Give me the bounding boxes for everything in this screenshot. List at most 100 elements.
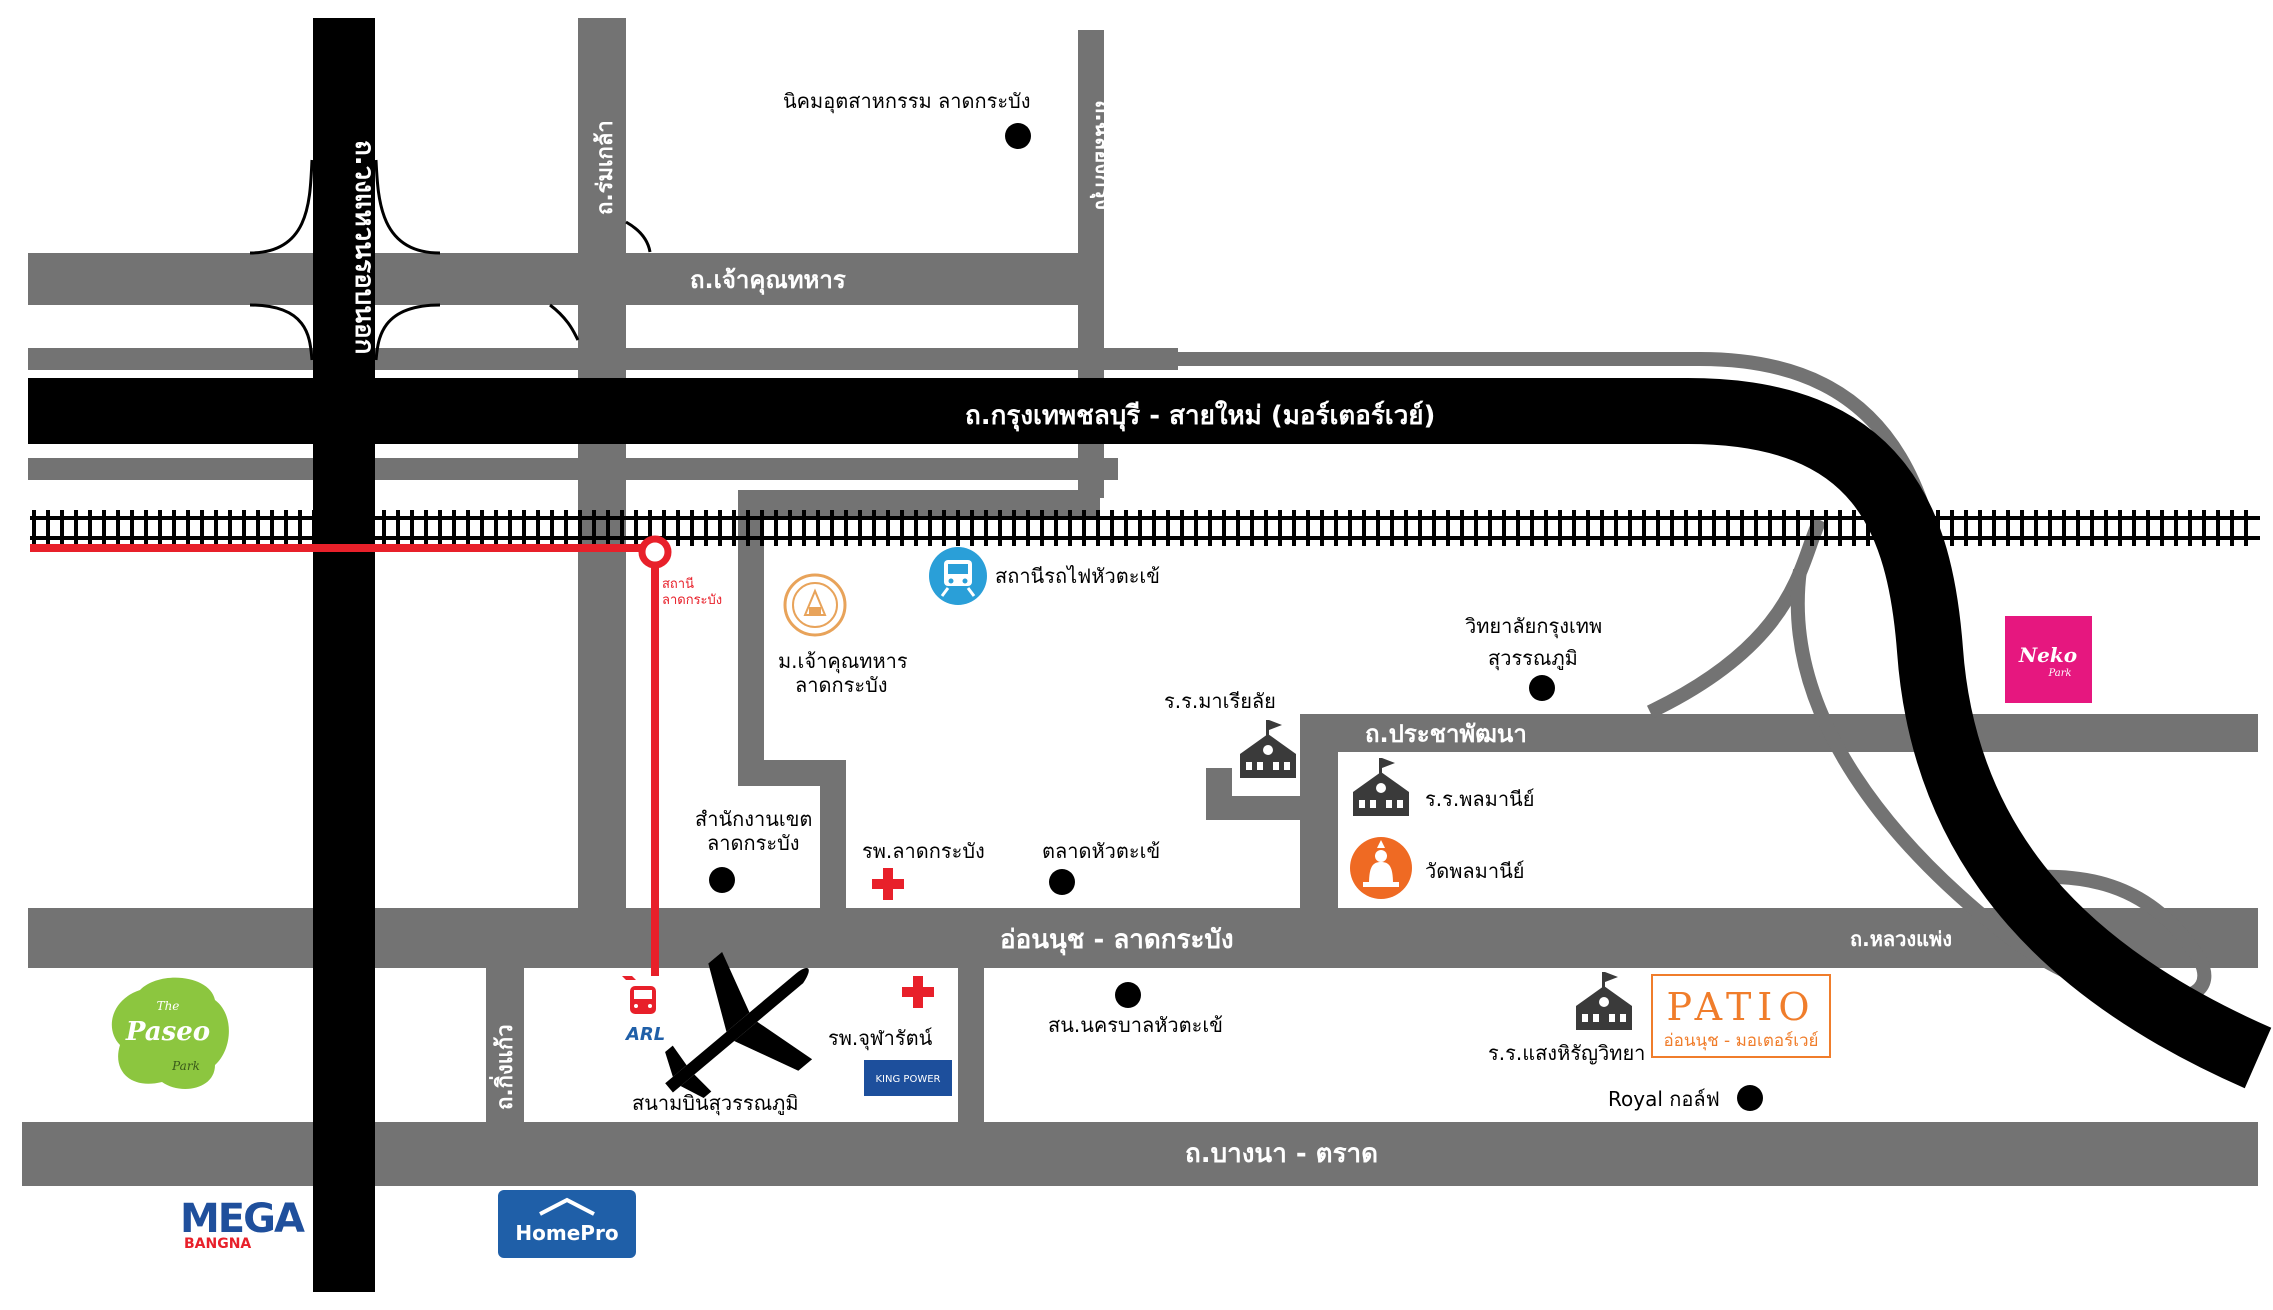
railway-tie xyxy=(1446,510,1450,546)
homepro-logo[interactable]: HomePro xyxy=(498,1190,636,1258)
railway-tie xyxy=(760,510,764,546)
railway-tie xyxy=(2034,510,2038,546)
railway-tie xyxy=(1782,510,1786,546)
railway-tie xyxy=(746,510,750,546)
poi-dots xyxy=(709,123,1763,1111)
railway-tie xyxy=(1922,510,1926,546)
railway-tie xyxy=(816,510,820,546)
railway-tie xyxy=(1390,510,1394,546)
label-luang-phaeng: ถ.หลวงแพ่ง xyxy=(1850,927,1952,951)
arl-icon[interactable]: ARL xyxy=(622,976,665,1045)
homepro-text: HomePro xyxy=(515,1221,618,1245)
king-power-logo[interactable]: KING POWER xyxy=(864,1060,952,1096)
label-airport: สนามบินสุวรรณภูมิ xyxy=(632,1091,799,1116)
railway-tie xyxy=(774,510,778,546)
railway-tie xyxy=(466,510,470,546)
railway-tie xyxy=(872,510,876,546)
railway-tie xyxy=(102,510,106,546)
airplane-icon[interactable] xyxy=(624,916,854,1141)
dot-district-office[interactable] xyxy=(709,867,735,893)
label-ring-road: ถ.วงแหวนรอบนอก xyxy=(349,140,379,354)
railway-tie xyxy=(1418,510,1422,546)
railway-tie xyxy=(32,510,36,546)
railway-tie xyxy=(2160,510,2164,546)
railway-tie xyxy=(270,510,274,546)
paseo-park-logo[interactable]: The Paseo Park xyxy=(111,977,229,1089)
railway-tie xyxy=(1306,510,1310,546)
railway-tie xyxy=(788,510,792,546)
railway-tie xyxy=(1642,510,1646,546)
railway-tie xyxy=(1880,510,1884,546)
railway-tie xyxy=(1348,510,1352,546)
railway-tie xyxy=(2188,510,2192,546)
school-icon-saeng-hiran[interactable] xyxy=(1576,972,1632,1030)
label-pracha-phatthana: ถ.ประชาพัฒนา xyxy=(1365,720,1527,748)
hospital-cross-icon-chularat[interactable] xyxy=(902,976,934,1008)
label-saeng-hiran: ร.ร.แสงหิรัญวิทยา xyxy=(1488,1041,1645,1065)
arl-station-label-2: ลาดกระบัง xyxy=(662,593,722,608)
dot-industrial-estate[interactable] xyxy=(1005,123,1031,149)
railway-tie xyxy=(1558,510,1562,546)
train-icon[interactable] xyxy=(929,547,987,605)
school-icon-mariyalai[interactable] xyxy=(1240,720,1296,778)
railway-tie xyxy=(1460,510,1464,546)
dot-royal-golf[interactable] xyxy=(1737,1085,1763,1111)
railway-tie xyxy=(88,510,92,546)
railway-tie xyxy=(2244,510,2248,546)
railway-tie xyxy=(1208,510,1212,546)
patio-logo[interactable]: PATIO อ่อนนุช - มอเตอร์เวย์ xyxy=(1651,974,1831,1058)
railway-tie xyxy=(1964,510,1968,546)
railway-tie xyxy=(998,510,1002,546)
neko-park-text: Park xyxy=(2047,668,2071,679)
railway-tie xyxy=(494,510,498,546)
railway-tie xyxy=(186,510,190,546)
railway-tie xyxy=(1264,510,1268,546)
railway-tie xyxy=(1726,510,1730,546)
temple-buddha-icon[interactable] xyxy=(1350,837,1412,899)
railway-tie xyxy=(144,510,148,546)
railway-tie xyxy=(522,510,526,546)
railway-tie xyxy=(508,510,512,546)
railway-tie xyxy=(690,510,694,546)
railway-tie xyxy=(214,510,218,546)
label-on-nut: อ่อนนุช - ลาดกระบัง xyxy=(1000,925,1234,956)
dot-municipal[interactable] xyxy=(1115,982,1141,1008)
railway-tie xyxy=(1768,510,1772,546)
label-chao-khun-thahan: ถ.เจ้าคุณทหาร xyxy=(690,266,846,296)
label-royal-golf: Royal กอล์ฟ xyxy=(1608,1087,1720,1111)
railway-tie xyxy=(2202,510,2206,546)
dot-market[interactable] xyxy=(1049,869,1075,895)
road-mariyalai-h xyxy=(1206,796,1306,820)
railway-tie xyxy=(256,510,260,546)
label-kmitl-1: ม.เจ้าคุณทหาร xyxy=(778,649,908,674)
road-king-kaeo xyxy=(486,966,524,1122)
railway-ties xyxy=(32,510,2248,546)
dot-college[interactable] xyxy=(1529,675,1555,701)
interchange-rk xyxy=(549,303,580,341)
railway-tie xyxy=(242,510,246,546)
railway xyxy=(30,510,2260,546)
label-phonmanee: ร.ร.พลมานีย์ xyxy=(1425,787,1534,811)
railway-tie xyxy=(410,510,414,546)
mega-bangna-logo[interactable]: MEGA BANGNA xyxy=(180,1196,307,1252)
railway-tie xyxy=(1334,510,1338,546)
railway-track-bottom xyxy=(30,536,2260,540)
label-market: ตลาดหัวตะเข้ xyxy=(1042,839,1160,863)
railway-tie xyxy=(46,510,50,546)
railway-tie xyxy=(60,510,64,546)
hospital-cross-icon-lat-krabang[interactable] xyxy=(872,868,904,900)
school-icon-phonmanee[interactable] xyxy=(1353,758,1409,816)
motorway-curve xyxy=(1687,378,2272,1089)
railway-tie xyxy=(1502,510,1506,546)
arl-station-marker[interactable] xyxy=(638,535,672,569)
neko-park-logo[interactable]: Neko Park xyxy=(2005,616,2092,703)
railway-tie xyxy=(1950,510,1954,546)
railway-tie xyxy=(1026,510,1030,546)
railway-tie xyxy=(830,510,834,546)
neko-text: Neko xyxy=(2018,643,2077,667)
arl-text: ARL xyxy=(624,1024,665,1045)
railway-tie xyxy=(592,510,596,546)
railway-tie xyxy=(1138,510,1142,546)
railway-tie xyxy=(844,510,848,546)
